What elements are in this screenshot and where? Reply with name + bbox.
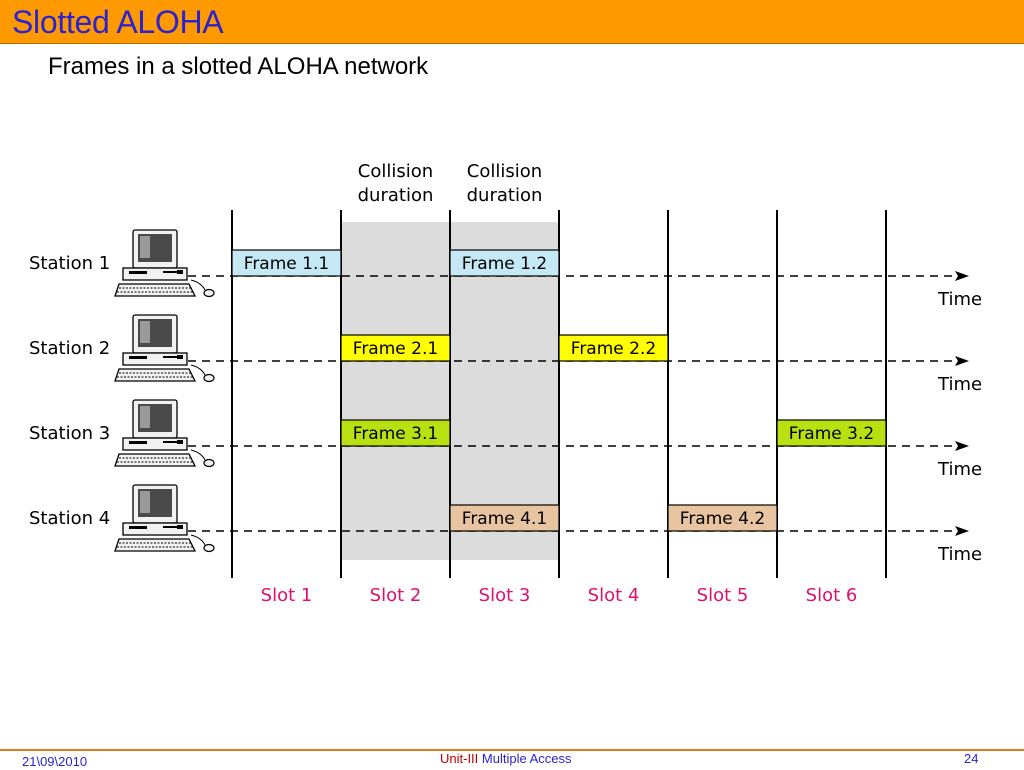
frame-box [340, 334, 451, 362]
frame-2-1: Frame 2.1 [340, 334, 451, 362]
frame-3-2: Frame 3.2 [776, 419, 887, 447]
frame-box [449, 504, 560, 532]
title-bar: Slotted ALOHA [0, 0, 1024, 44]
collision-label-line2: duration [358, 185, 434, 206]
frame-box [231, 249, 342, 277]
frame-4-2: Frame 4.2 [667, 504, 778, 532]
frame-label: Frame 1.2 [462, 254, 547, 274]
frame-label: Frame 2.1 [353, 339, 438, 359]
frame-label: Frame 4.2 [680, 509, 765, 529]
collision-region-slot-2 [341, 222, 450, 560]
slide-subtitle: Frames in a slotted ALOHA network [48, 53, 429, 80]
station-label: Station 4 [29, 508, 110, 529]
slide-title: Slotted ALOHA [12, 4, 224, 40]
station-label: Station 1 [29, 253, 110, 274]
frame-box [776, 419, 887, 447]
frame-label: Frame 2.2 [571, 339, 656, 359]
collision-label-line1: Collision [467, 161, 542, 182]
frame-1-1: Frame 1.1 [231, 249, 342, 277]
frame-box [667, 504, 778, 532]
frame-box [340, 419, 451, 447]
frame-label: Frame 3.1 [353, 424, 438, 444]
collision-region-slot-3 [450, 222, 559, 560]
collision-label-line1: Collision [358, 161, 433, 182]
frame-2-2: Frame 2.2 [558, 334, 669, 362]
frame-label: Frame 4.1 [462, 509, 547, 529]
slot-label: Slot 6 [806, 585, 858, 606]
computer-icon [114, 314, 215, 383]
time-label: Time [937, 374, 982, 395]
computer-icon [114, 229, 215, 298]
slot-label: Slot 3 [479, 585, 531, 606]
footer-title: Unit-III Multiple Access [440, 751, 572, 767]
frame-3-1: Frame 3.1 [340, 419, 451, 447]
computer-icon [114, 484, 215, 553]
time-label: Time [937, 544, 982, 565]
footer-divider [0, 749, 1024, 751]
frame-4-1: Frame 4.1 [449, 504, 560, 532]
footer-page-number: 24 [964, 751, 979, 766]
frame-1-2: Frame 1.2 [449, 249, 560, 277]
slot-label: Slot 4 [588, 585, 640, 606]
station-label: Station 3 [29, 423, 110, 444]
frame-box [558, 334, 669, 362]
footer-unit: Unit-III [440, 751, 479, 766]
footer-topic: Multiple Access [481, 751, 572, 766]
slot-label: Slot 2 [370, 585, 422, 606]
collision-label-line2: duration [467, 185, 543, 206]
frame-box [449, 249, 560, 277]
frame-label: Frame 1.1 [244, 254, 329, 274]
footer-date: 21\09\2010 [22, 754, 88, 769]
slot-label: Slot 5 [697, 585, 749, 606]
computer-icon [114, 399, 215, 468]
frame-label: Frame 3.2 [789, 424, 874, 444]
time-label: Time [937, 459, 982, 480]
time-label: Time [937, 289, 982, 310]
slot-label: Slot 1 [261, 585, 313, 606]
station-label: Station 2 [29, 338, 110, 359]
